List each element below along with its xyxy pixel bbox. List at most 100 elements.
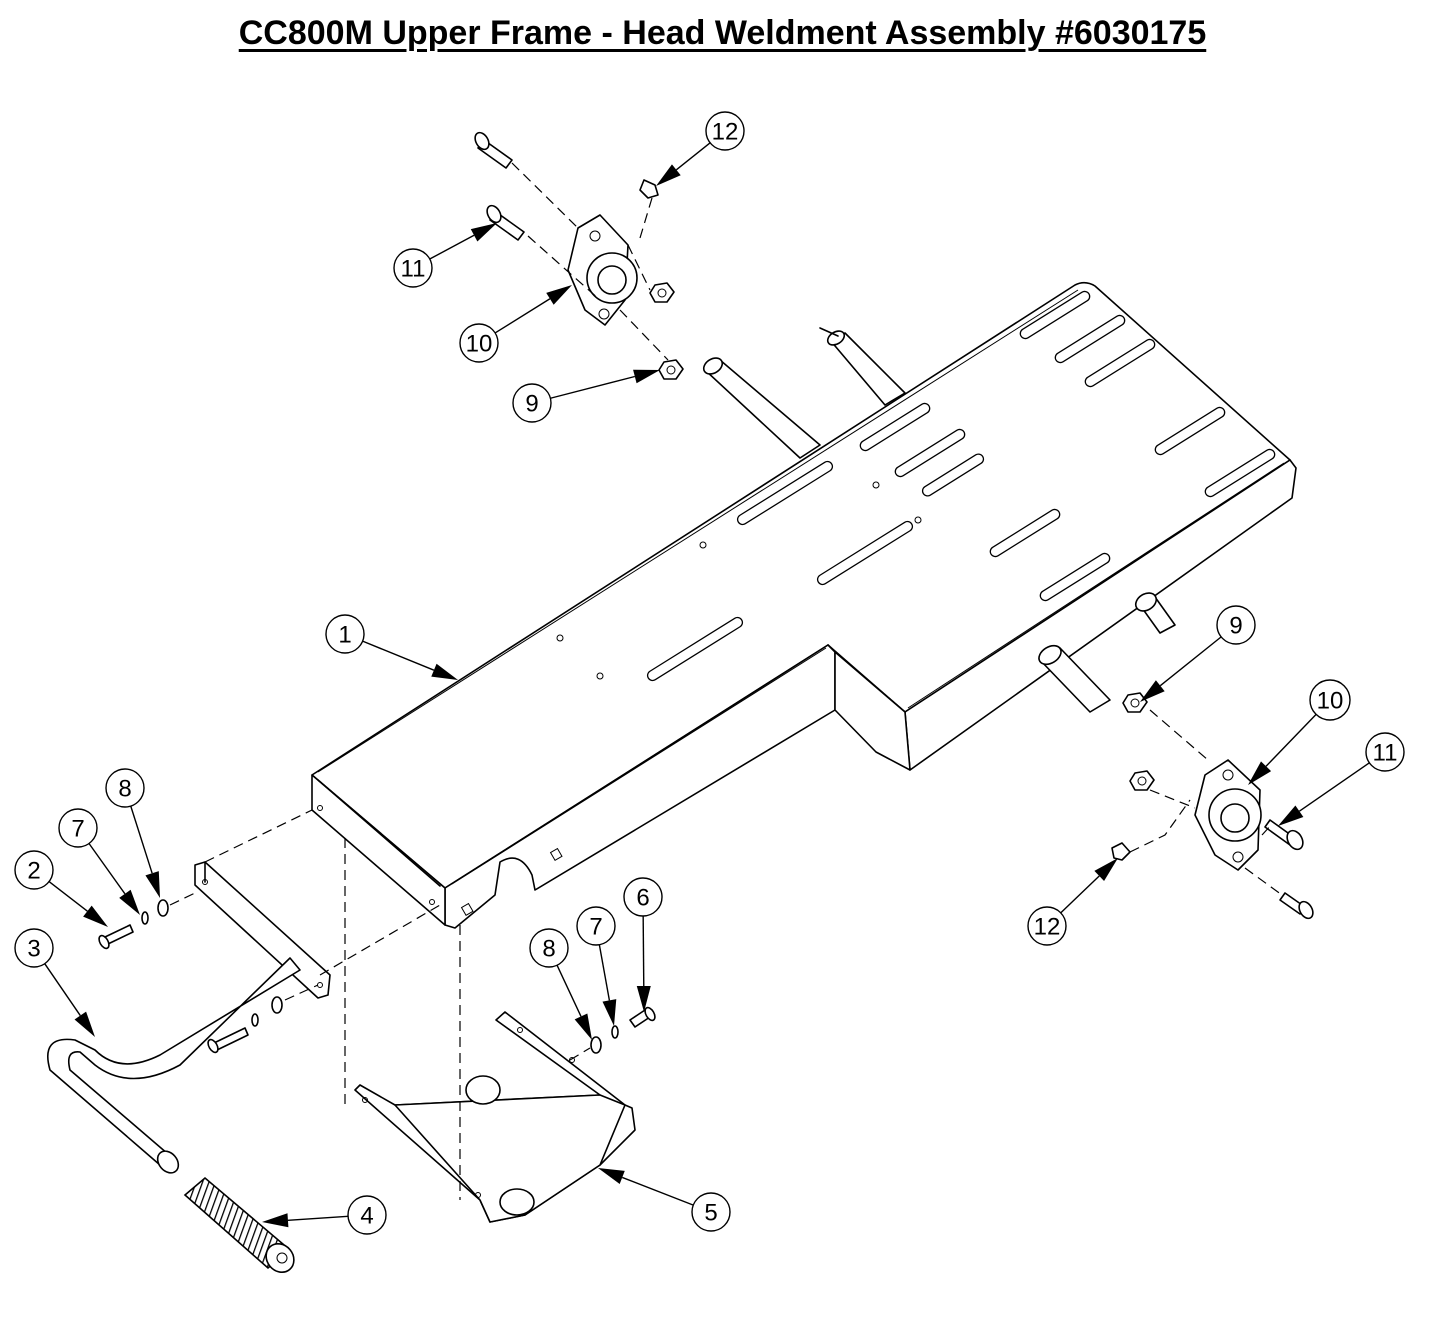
callout-circle [1027,906,1067,946]
lower-shaft [1038,592,1176,713]
callout-number: 10 [1317,688,1344,715]
lower-flange-bearing [1194,759,1262,871]
handle-tube [47,957,301,1174]
arrowhead [431,663,458,680]
callout-number: 12 [1034,914,1061,941]
knurled-grip [183,1176,295,1274]
callout-c4: 4 [262,1195,387,1235]
arrowhead [598,1168,625,1184]
callout-number: 8 [542,936,555,963]
arrowhead [119,889,140,915]
callout-circle [58,808,98,848]
leader-line [1298,762,1370,812]
callout-circle [1216,605,1256,645]
callout-circle [529,928,569,968]
arrowhead [1248,761,1272,785]
leader-line [44,963,81,1016]
callout-circle [459,323,499,363]
arrowhead [602,999,617,1026]
callout-c11a: 11 [393,223,497,288]
callout-c11b: 11 [1278,732,1405,826]
cover-hardware [590,1006,656,1054]
lower-bolts [1264,819,1314,920]
callout-number: 1 [338,622,351,649]
callout-number: 5 [704,1200,717,1227]
callout-c1: 1 [325,614,458,680]
cover-shield [354,1011,636,1223]
callout-c8b: 8 [529,928,592,1040]
arrowhead [83,905,108,927]
handle-mount-plate [194,861,331,999]
callout-number: 7 [589,914,602,941]
leader-line [494,298,551,334]
callout-number: 12 [712,119,739,146]
leader-line [130,805,153,874]
upper-shaft [702,327,906,459]
diagram-title: CC800M Upper Frame - Head Weldment Assem… [238,14,1207,52]
leader-line [287,1215,349,1221]
lower-grease-fitting [1111,842,1131,861]
callout-c7b: 7 [576,906,617,1026]
arrowhead [574,1013,592,1040]
callout-c8a: 8 [105,768,160,898]
left-hardware-upper [98,899,169,950]
callout-number: 2 [27,858,40,885]
leader-line [48,881,88,912]
lower-nuts [1122,692,1155,791]
callout-c10a: 10 [459,285,572,363]
callout-number: 11 [401,256,426,283]
arrowhead [633,369,660,384]
callout-number: 9 [1229,613,1242,640]
leader-line [88,843,126,895]
leader-line [362,640,435,671]
callout-circle [325,614,365,654]
callout-circle [105,768,145,808]
arrowhead [1140,680,1165,702]
callout-number: 9 [525,391,538,418]
left-hardware-lower [207,996,283,1054]
arrowhead [636,985,651,1012]
callout-c3: 3 [14,928,95,1037]
callout-circle [14,850,54,890]
leader-line [621,1176,694,1206]
callout-number: 11 [1373,740,1398,767]
leader-line [1060,875,1100,914]
callout-number: 4 [360,1203,373,1230]
leader-line [1265,713,1317,767]
callout-circle [691,1192,731,1232]
leader-line [550,375,635,399]
callout-c7a: 7 [58,808,140,915]
upper-grease-fitting [639,179,659,199]
callout-c12a: 12 [656,111,745,186]
arrowhead [145,871,160,898]
callout-circle [14,928,54,968]
upper-bolts [474,131,525,241]
callout-c2: 2 [14,850,108,927]
callout-number: 10 [466,331,493,358]
frame-slots [646,290,1276,682]
leader-line [598,944,611,1001]
callout-c6: 6 [623,877,663,1012]
upper-flange-bearing [567,214,638,326]
head-weldment-frame [311,281,1297,929]
leader-line [429,234,475,260]
callout-circle [512,383,552,423]
callout-circle [576,906,616,946]
arrowhead [74,1011,95,1037]
arrowhead [262,1213,289,1228]
leader-line [556,964,582,1017]
callout-circle [1365,732,1405,772]
callout-c10b: 10 [1248,679,1351,785]
arrowhead [1094,858,1118,882]
callout-number: 8 [118,776,131,803]
arrowhead [656,164,681,186]
callout-number: 6 [636,885,649,912]
leader-line [642,915,645,987]
leader-line [675,142,711,171]
callout-circle [347,1195,387,1235]
callout-circle [393,248,433,288]
arrowhead [546,285,572,305]
leader-line [1159,636,1222,687]
